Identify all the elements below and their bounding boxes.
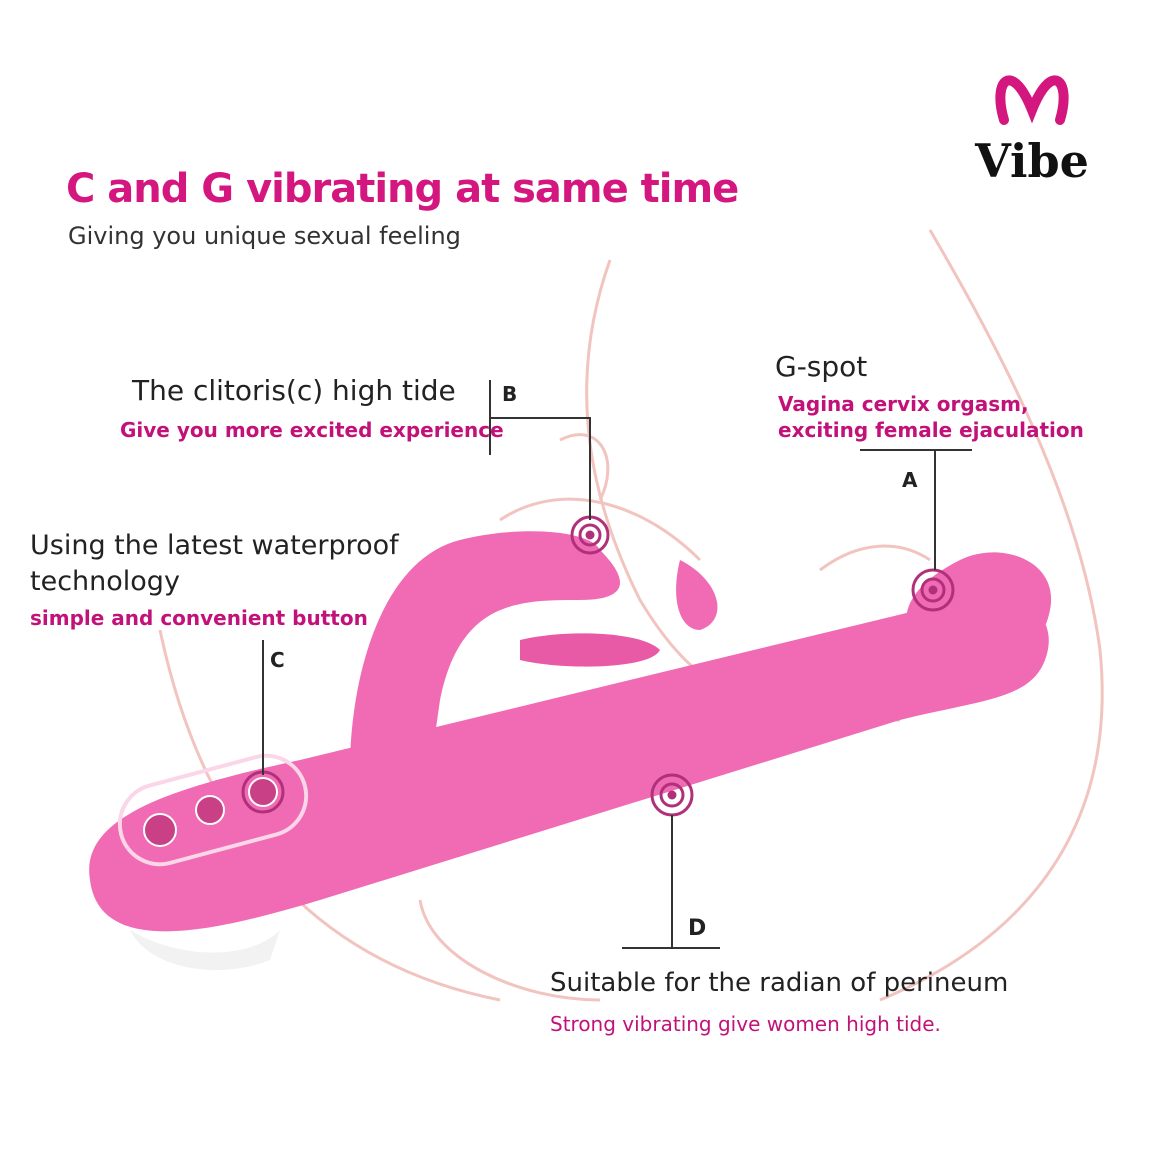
clitoral-arm (350, 531, 620, 770)
page-title: C and G vibrating at same time (66, 166, 739, 212)
callout-c-heading-1: Using the latest waterproof (30, 530, 399, 561)
callout-a-heading: G-spot (775, 350, 868, 383)
callout-b-letter: B (502, 382, 518, 406)
callout-d-description: Strong vibrating give women high tide. (550, 1012, 941, 1036)
callout-a-description-1: Vagina cervix orgasm, (778, 392, 1029, 416)
callout-a-description-2: exciting female ejaculation (778, 418, 1084, 442)
brand-logo: Vibe (962, 60, 1102, 188)
button-panel (117, 753, 309, 867)
button-icon (248, 777, 278, 807)
button-icon (143, 813, 177, 847)
callout-c-letter: C (270, 648, 285, 672)
callout-d-heading: Suitable for the radian of perineum (550, 968, 1009, 998)
leader-lines (262, 380, 972, 949)
brand-name: Vibe (975, 134, 1089, 188)
callout-a-letter: A (902, 468, 918, 492)
bunny-ears-icon (995, 75, 1069, 125)
vibrator-body (89, 531, 1052, 970)
button-icon (195, 795, 225, 825)
callout-d-letter: D (688, 916, 707, 941)
page-subtitle: Giving you unique sexual feeling (68, 222, 461, 250)
callout-c-description: simple and convenient button (30, 606, 368, 630)
base-cap (130, 930, 280, 970)
callout-b-description: Give you more excited experience (120, 418, 504, 442)
callout-c-heading-2: technology (30, 566, 180, 597)
callout-b-heading: The clitoris(c) high tide (132, 374, 456, 407)
